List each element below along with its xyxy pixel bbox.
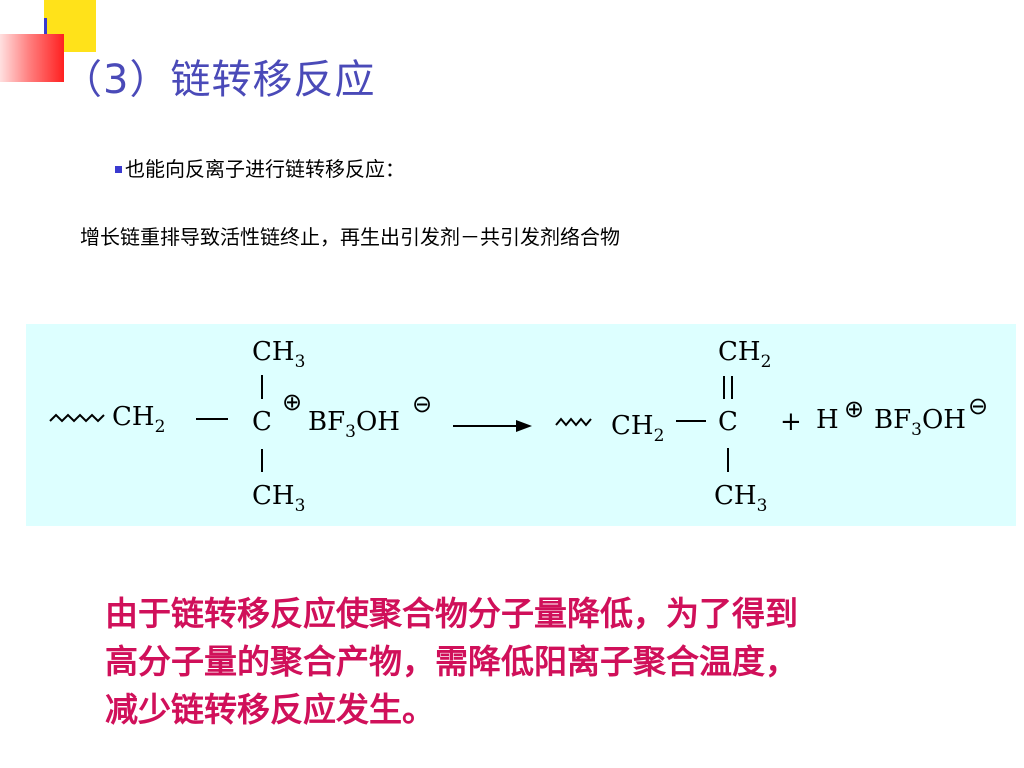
reaction-diagram: CH2 CH3 C CH3 ⊕ BF3OH ⊖ CH2 CH2 C CH3 + … bbox=[49, 337, 988, 516]
plus-sign: + bbox=[780, 407, 802, 437]
product-carbon: C bbox=[718, 407, 738, 437]
reactant-ch3-top: CH3 bbox=[252, 337, 305, 372]
reactant-ch3-bottom: CH3 bbox=[252, 481, 305, 516]
product-ch2-group: CH2 bbox=[611, 411, 664, 446]
product-hydrogen: H bbox=[816, 405, 839, 435]
conclusion-line: 减少链转移反应发生。 bbox=[105, 690, 435, 729]
reactant-ch2-group: CH2 bbox=[112, 402, 165, 437]
bullet-square-icon bbox=[115, 166, 122, 173]
corner-decoration-bar bbox=[44, 18, 47, 34]
negative-charge-icon: ⊖ bbox=[412, 390, 432, 418]
slide-title: （3）链转移反应 bbox=[62, 57, 376, 103]
bullet-point: 也能向反离子进行链转移反应： bbox=[115, 156, 405, 182]
description-text: 增长链重排导致活性链终止，再生出引发剂－共引发剂络合物 bbox=[80, 225, 620, 249]
product-negative-charge-icon: ⊖ bbox=[968, 392, 988, 420]
conclusion-text: 由于链转移反应使聚合物分子量降低，为了得到 高分子量的聚合产物，需降低阳离子聚合… bbox=[105, 590, 985, 734]
product-wavy-bond-icon bbox=[555, 417, 592, 427]
reaction-panel: CH2 CH3 C CH3 ⊕ BF3OH ⊖ CH2 CH2 C CH3 + … bbox=[26, 324, 1016, 526]
positive-charge-icon: ⊕ bbox=[282, 388, 302, 416]
product-ch3-bottom: CH3 bbox=[714, 481, 767, 516]
conclusion-line: 高分子量的聚合产物，需降低阳离子聚合温度， bbox=[105, 642, 798, 681]
chain-wavy-bond-icon bbox=[49, 413, 105, 423]
reactant-counter-ion: BF3OH bbox=[308, 407, 400, 442]
bullet-text: 也能向反离子进行链转移反应： bbox=[125, 157, 405, 181]
product-positive-charge-icon: ⊕ bbox=[844, 395, 864, 423]
product-acid: BF3OH bbox=[874, 405, 966, 440]
reactant-carbon: C bbox=[252, 407, 272, 437]
arrow-head-icon bbox=[516, 420, 532, 432]
product-ch2-top: CH2 bbox=[718, 337, 771, 372]
corner-decoration-red bbox=[0, 34, 64, 82]
conclusion-line: 由于链转移反应使聚合物分子量降低，为了得到 bbox=[105, 594, 798, 633]
